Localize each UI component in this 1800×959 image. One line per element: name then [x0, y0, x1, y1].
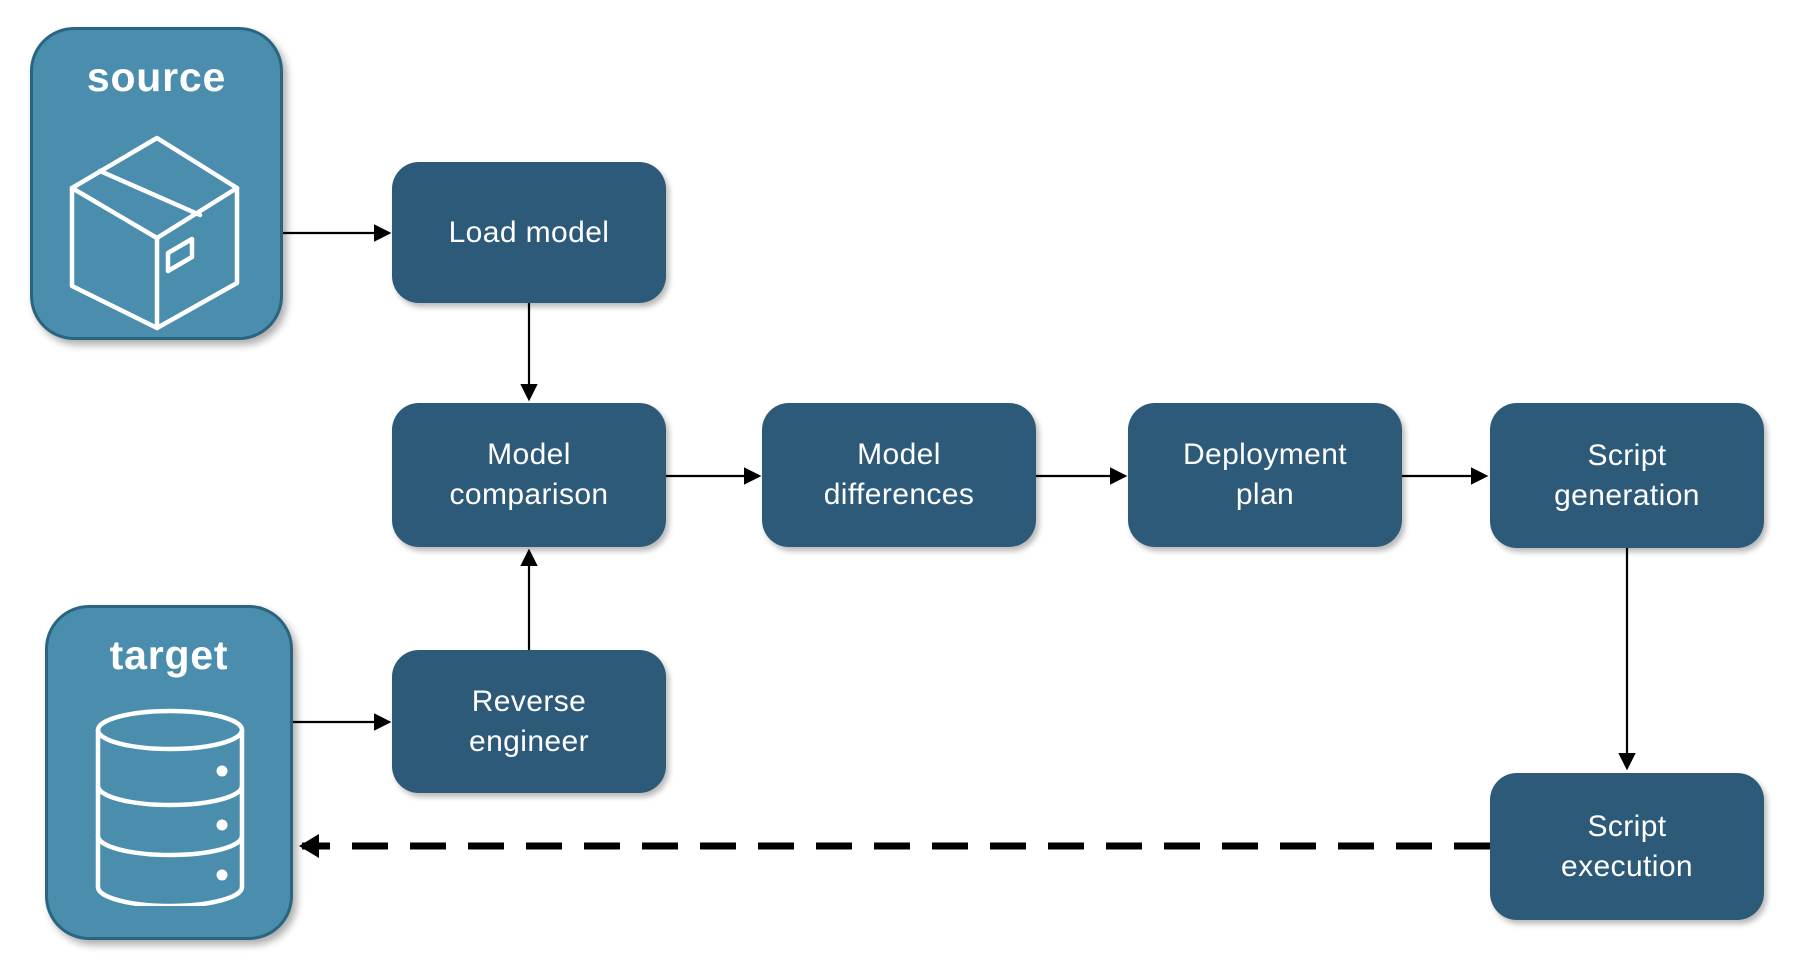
- endpoint-source-label: source: [86, 54, 227, 100]
- node-label: Load model: [448, 215, 610, 249]
- node-load-model: Load model: [392, 162, 666, 303]
- node-script-generation: Script generation: [1490, 403, 1764, 548]
- package-icon: [69, 135, 240, 331]
- node-label: Model differences: [823, 438, 975, 511]
- node-deployment-plan: Deployment plan: [1128, 403, 1402, 547]
- node-label: Model comparison: [449, 438, 609, 511]
- node-script-execution: Script execution: [1490, 773, 1764, 920]
- endpoint-source: source: [30, 27, 283, 340]
- endpoint-target-label: target: [109, 632, 229, 678]
- node-label: Reverse engineer: [469, 684, 589, 758]
- node-label: Script generation: [1554, 438, 1700, 512]
- database-icon: [95, 708, 245, 906]
- endpoint-target: target: [45, 605, 293, 940]
- node-reverse-engineer: Reverse engineer: [392, 650, 666, 793]
- node-label: Deployment plan: [1182, 438, 1348, 511]
- node-model-comparison: Model comparison: [392, 403, 666, 547]
- node-model-differences: Model differences: [762, 403, 1036, 547]
- node-label: Script execution: [1560, 809, 1694, 883]
